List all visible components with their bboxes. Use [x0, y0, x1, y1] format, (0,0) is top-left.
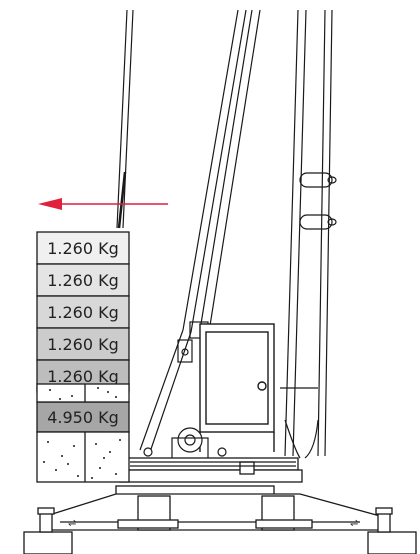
base-weight-label: 4.950 Kg	[47, 408, 119, 427]
control-cabinet	[199, 323, 275, 452]
counterweight-block: 1.260 Kg	[36, 231, 130, 265]
svg-text:⇌: ⇌	[68, 518, 76, 529]
base-weight-block: 4.950 Kg	[36, 401, 130, 433]
arrow-left-icon	[38, 198, 168, 210]
svg-text:⇌: ⇌	[350, 518, 358, 529]
concrete-base	[36, 383, 130, 483]
outrigger-feet	[23, 507, 417, 554]
counterweight-block: 1.260 Kg	[36, 327, 130, 361]
crane-boom	[116, 9, 337, 459]
counterweight-label: 1.260 Kg	[47, 239, 119, 258]
counterweight-label: 1.260 Kg	[47, 335, 119, 354]
counterweight-block: 1.260 Kg	[36, 263, 130, 297]
counterweight-label: 1.260 Kg	[47, 367, 119, 386]
counterweight-block: 1.260 Kg	[36, 295, 130, 329]
counterweight-label: 1.260 Kg	[47, 271, 119, 290]
winch-drum	[143, 427, 227, 461]
counterweight-label: 1.260 Kg	[47, 303, 119, 322]
